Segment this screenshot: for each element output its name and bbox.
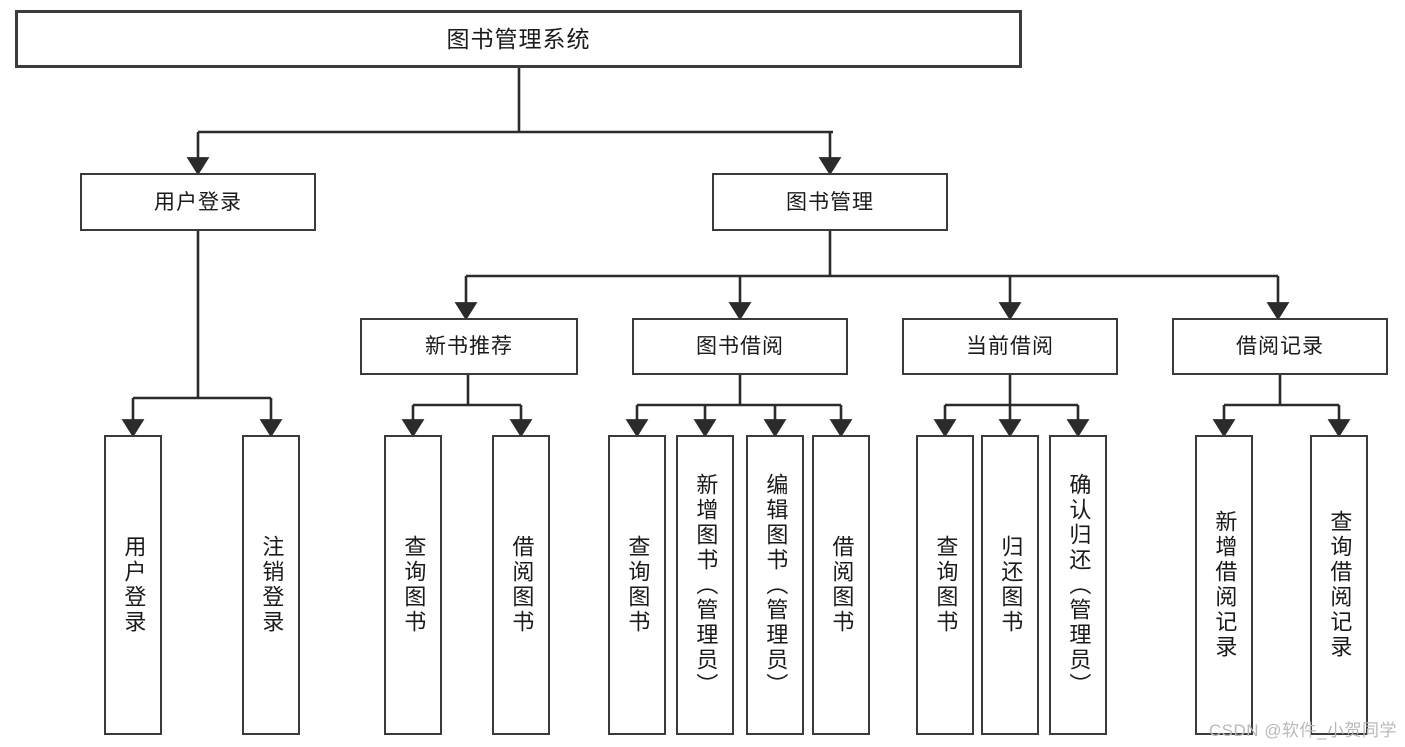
node-root-system[interactable]: 图书管理系统	[15, 10, 1022, 68]
node-label: 借阅图书	[509, 535, 535, 635]
leaf-current-query-book[interactable]: 查询图书	[916, 435, 974, 735]
node-label: 图书管理系统	[446, 25, 591, 52]
node-label: 查询图书	[933, 535, 959, 635]
leaf-borrow-add-book-admin[interactable]: 新增图书（管理员）	[676, 435, 734, 735]
node-label: 借阅图书	[829, 535, 855, 635]
leaf-borrow-query-book[interactable]: 查询图书	[608, 435, 666, 735]
node-label: 查询图书	[401, 535, 427, 635]
node-book-borrow[interactable]: 图书借阅	[632, 318, 848, 375]
node-label: 图书借阅	[696, 335, 784, 358]
leaf-borrow-borrow-book[interactable]: 借阅图书	[812, 435, 870, 735]
node-label: 查询借阅记录	[1327, 510, 1353, 660]
leaf-record-add-record[interactable]: 新增借阅记录	[1195, 435, 1253, 735]
node-user-login[interactable]: 用户登录	[80, 173, 316, 231]
leaf-user-login-logout[interactable]: 注销登录	[242, 435, 300, 735]
node-label: 归还图书	[998, 535, 1024, 635]
leaf-user-login-login[interactable]: 用户登录	[104, 435, 162, 735]
node-label: 注销登录	[259, 535, 285, 635]
node-label: 当前借阅	[966, 335, 1054, 358]
node-label: 用户登录	[154, 190, 242, 214]
node-label: 新书推荐	[425, 335, 513, 358]
node-book-management[interactable]: 图书管理	[712, 173, 948, 231]
node-label: 用户登录	[121, 535, 147, 635]
node-label: 确认归还（管理员）	[1066, 472, 1092, 698]
csdn-watermark: CSDN @软件_小贺同学	[1208, 721, 1397, 740]
node-new-book-recommend[interactable]: 新书推荐	[360, 318, 578, 375]
node-label: 图书管理	[786, 190, 874, 214]
node-label: 借阅记录	[1236, 335, 1324, 358]
leaf-borrow-edit-book-admin[interactable]: 编辑图书（管理员）	[746, 435, 804, 735]
leaf-recommend-query-book[interactable]: 查询图书	[384, 435, 442, 735]
leaf-current-confirm-return-admin[interactable]: 确认归还（管理员）	[1049, 435, 1107, 735]
node-label: 查询图书	[625, 535, 651, 635]
node-label: 新增图书（管理员）	[693, 472, 719, 698]
node-current-borrow[interactable]: 当前借阅	[902, 318, 1118, 375]
node-label: 编辑图书（管理员）	[763, 472, 789, 698]
leaf-record-query-record[interactable]: 查询借阅记录	[1310, 435, 1368, 735]
node-borrow-record[interactable]: 借阅记录	[1172, 318, 1388, 375]
node-label: 新增借阅记录	[1212, 510, 1238, 660]
leaf-current-return-book[interactable]: 归还图书	[981, 435, 1039, 735]
leaf-recommend-borrow-book[interactable]: 借阅图书	[492, 435, 550, 735]
